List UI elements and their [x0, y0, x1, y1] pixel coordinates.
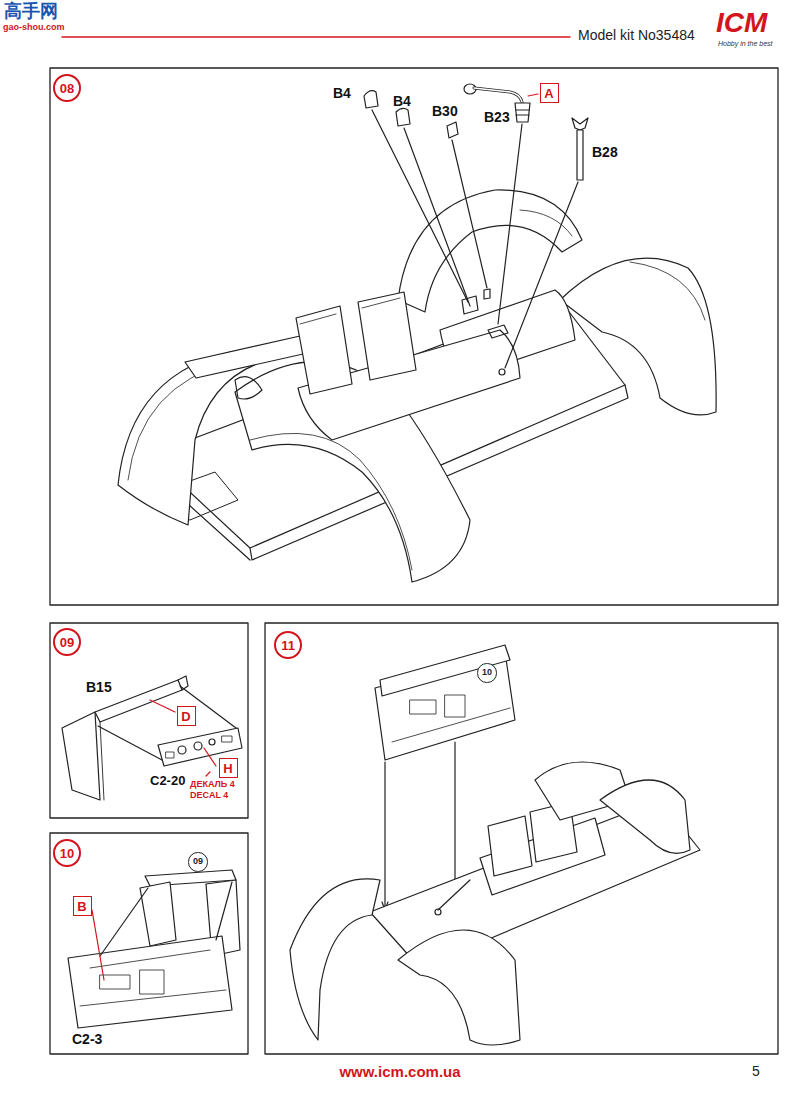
part-number: B30: [432, 104, 458, 119]
step-number: 08: [53, 74, 81, 102]
step-number: 09: [53, 628, 81, 656]
subassembly-ref: 09: [188, 852, 207, 871]
step-panel: [50, 623, 248, 818]
part-number: B15: [86, 680, 112, 695]
decal-note: ДЕКАЛЬ 4: [190, 780, 235, 790]
website: www.icm.com.ua: [339, 1064, 460, 1081]
chassis-drawing: [118, 190, 716, 582]
watermark: 高手网: [4, 2, 58, 22]
node-text: B: [77, 900, 86, 913]
brand-logo: ICM: [716, 8, 767, 39]
header-rule: [62, 36, 570, 38]
node-text: 10: [60, 847, 74, 860]
step-panel: [50, 68, 778, 605]
step-number: 11: [274, 631, 302, 659]
watermark: gao-shou.com: [3, 23, 65, 33]
node-text: H: [223, 762, 232, 775]
subassembly-ref: 10: [477, 663, 496, 682]
node-text: D: [181, 710, 190, 723]
callout-letter: A: [540, 83, 559, 103]
part-number: C2-20: [150, 774, 185, 788]
node-text: 09: [193, 857, 203, 866]
part-number: C2-3: [72, 1032, 102, 1047]
part-number: B23: [484, 110, 510, 125]
node-text: 08: [60, 82, 74, 95]
callout-letter: B: [73, 896, 92, 916]
node-text: A: [544, 87, 553, 100]
callout-letter: H: [219, 758, 238, 778]
step-panel: [265, 623, 778, 1054]
node-text: 09: [60, 636, 74, 649]
step-panel: [50, 833, 248, 1054]
brand-slogan: Hobby in the best: [718, 40, 772, 48]
part-number: B28: [592, 145, 618, 160]
dashboard-frame: [62, 676, 242, 800]
kit-number: Model kit No35484: [578, 28, 695, 43]
node-text: 10: [482, 668, 492, 677]
dashboard-assembly: [68, 870, 240, 1028]
decal-note: DECAL 4: [190, 791, 228, 801]
final-assembly: [290, 645, 700, 1045]
node-text: 11: [281, 639, 295, 652]
page-number: 5: [752, 1064, 760, 1079]
small-parts: [364, 84, 588, 368]
callout-letter: D: [177, 706, 196, 726]
part-number: B4: [393, 94, 411, 109]
step-number: 10: [53, 839, 81, 867]
part-number: B4: [333, 86, 351, 101]
